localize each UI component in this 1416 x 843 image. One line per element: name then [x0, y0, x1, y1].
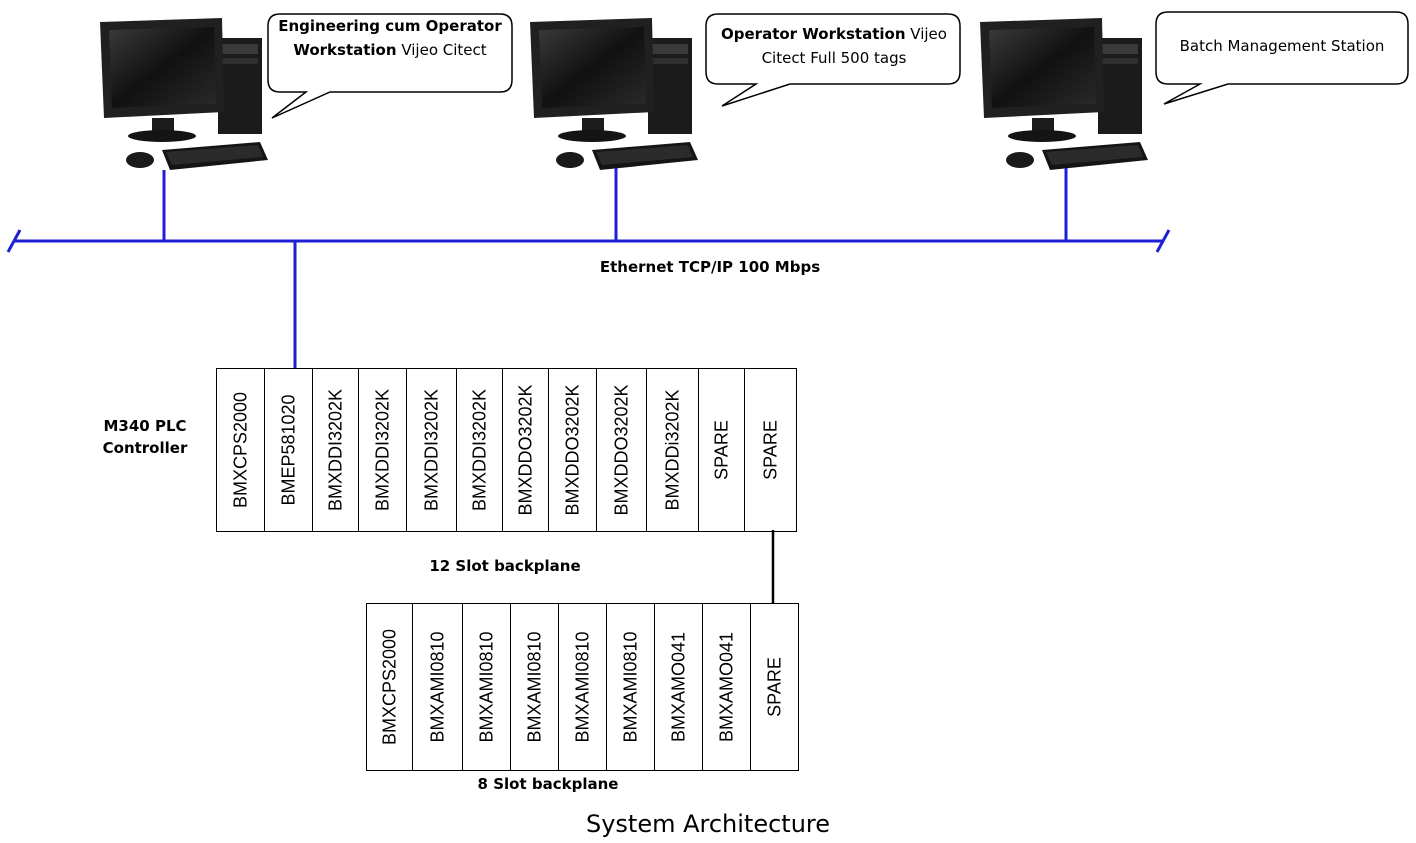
workstation-1-label: Engineering cum Operator Workstation Vij…	[274, 14, 506, 62]
workstation-1-software: Vijeo Citect	[401, 41, 487, 59]
main-rack-slot: BMXDDI3202K	[407, 369, 457, 531]
main-rack: BMXCPS2000 BMEP581020 BMXDDI3202K BMXDDI…	[216, 368, 797, 532]
slot-label: SPARE	[764, 657, 784, 717]
slot-label: BMXAMI0810	[572, 631, 592, 743]
slot-label: BMXDDI3202K	[421, 388, 441, 512]
extension-rack-slot: BMXAMO041	[703, 604, 751, 770]
slot-label: BMXAMI0810	[620, 631, 640, 743]
figure-caption: System Architecture	[585, 810, 831, 838]
main-rack-caption: 12 Slot backplane	[429, 557, 581, 575]
main-rack-slot: SPARE	[699, 369, 745, 531]
workstation-1-role: Engineering cum Operator Workstation	[278, 17, 502, 59]
slot-label: BMXAMO041	[668, 631, 688, 743]
main-rack-slot: BMXDDI3202K	[359, 369, 407, 531]
main-rack-slot: BMXDDI3202K	[457, 369, 503, 531]
callout-bubble-3	[1155, 11, 1409, 105]
slot-label: BMXDDi3202K	[662, 389, 682, 511]
slot-label: BMXAMI0810	[476, 631, 496, 743]
extension-rack-slot: BMXAMI0810	[511, 604, 559, 770]
callout-bubble-2	[705, 13, 961, 107]
main-rack-slot: BMXDDI3202K	[313, 369, 359, 531]
slot-label: BMXAMO041	[716, 631, 736, 743]
slot-label: BMXCPS2000	[379, 628, 399, 746]
main-rack-slot: BMXCPS2000	[217, 369, 265, 531]
extension-rack-slot: BMXCPS2000	[367, 604, 413, 770]
controller-label: M340 PLC Controller	[102, 417, 188, 457]
main-rack-slot: BMXDDO3202K	[597, 369, 647, 531]
main-rack-slot: BMXDDO3202K	[549, 369, 597, 531]
slot-label: BMXDDO3202K	[515, 384, 535, 516]
extension-rack-slot: BMXAMI0810	[463, 604, 511, 770]
workstation-2-pc-icon	[530, 18, 698, 170]
slot-label: BMXDDO3202K	[611, 384, 631, 516]
main-rack-slot: BMXDDO3202K	[503, 369, 549, 531]
slot-label: BMXAMI0810	[427, 631, 447, 743]
slot-label: BMXDDI3202K	[469, 388, 489, 512]
extension-rack-slot: SPARE	[751, 604, 799, 770]
workstation-1-pc-icon	[100, 18, 268, 170]
slot-label: BMXDDO3202K	[562, 384, 582, 516]
main-rack-slot: BMEP581020	[265, 369, 313, 531]
extension-rack-slot: BMXAMI0810	[559, 604, 607, 770]
slot-label: SPARE	[711, 420, 731, 480]
workstation-2-software: Vijeo Citect Full 500 tags	[761, 25, 947, 67]
workstation-3-software: Batch Management Station	[1179, 37, 1385, 55]
main-rack-slot: BMXDDi3202K	[647, 369, 699, 531]
extension-rack-caption: 8 Slot backplane	[477, 775, 619, 793]
extension-rack-slot: BMXAMO041	[655, 604, 703, 770]
slot-label: BMXDDI3202K	[372, 388, 392, 512]
network-label: Ethernet TCP/IP 100 Mbps	[599, 258, 821, 276]
slot-label: BMXCPS2000	[230, 391, 250, 509]
main-rack-slot: SPARE	[745, 369, 797, 531]
workstation-2-role: Operator Workstation	[721, 25, 906, 43]
slot-label: BMXDDI3202K	[325, 388, 345, 512]
callout-bubble-1	[267, 13, 513, 119]
extension-rack-slot: BMXAMI0810	[413, 604, 463, 770]
extension-rack: BMXCPS2000 BMXAMI0810 BMXAMI0810 BMXAMI0…	[366, 603, 799, 771]
workstation-3-pc-icon	[980, 18, 1148, 170]
slot-label: SPARE	[760, 420, 780, 480]
slot-label: BMEP581020	[278, 394, 298, 506]
workstation-3-label: Batch Management Station	[1160, 34, 1404, 58]
workstation-2-label: Operator Workstation Vijeo Citect Full 5…	[710, 22, 958, 70]
extension-rack-slot: BMXAMI0810	[607, 604, 655, 770]
slot-label: BMXAMI0810	[524, 631, 544, 743]
ethernet-bus	[6, 168, 1171, 368]
